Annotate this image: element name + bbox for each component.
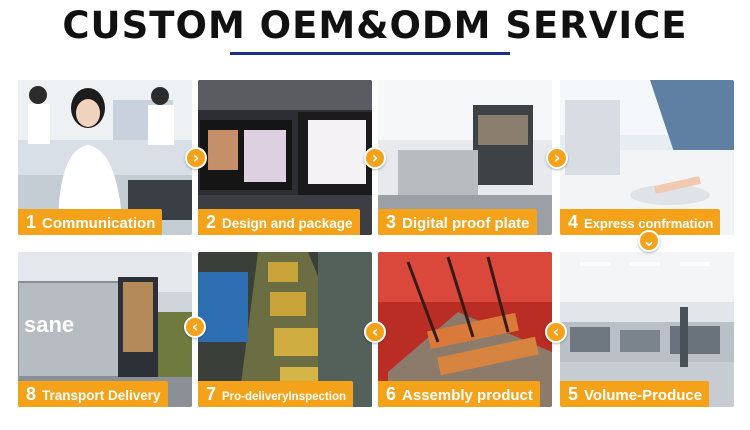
communication-photo	[18, 80, 192, 235]
truck-brand-text: sane	[24, 312, 74, 337]
chevron-left-icon: ‹	[364, 321, 386, 343]
chevron-right-icon: ›	[546, 147, 568, 169]
chevron-left-icon: ‹	[184, 316, 206, 338]
page-title: CUSTOM OEM&ODM SERVICE	[62, 4, 688, 47]
title-underline	[230, 52, 510, 55]
chevron-down-icon: ⌄	[638, 230, 660, 252]
chevron-right-icon: ›	[185, 147, 207, 169]
chevron-right-icon: ›	[364, 147, 386, 169]
chevron-left-icon: ‹	[545, 321, 567, 343]
